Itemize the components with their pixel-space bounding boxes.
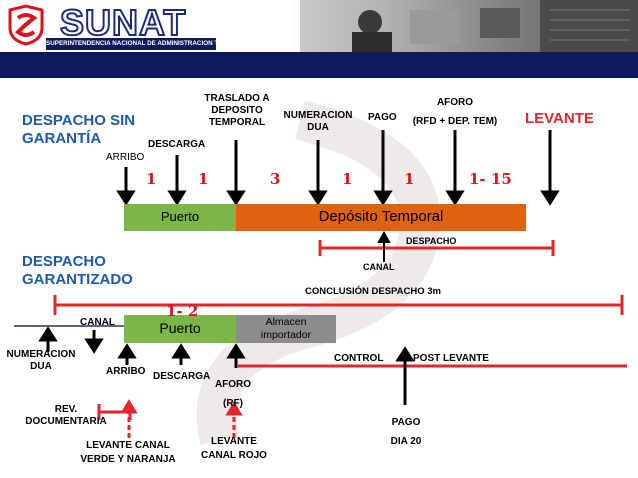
s1-day-1: 1	[146, 170, 157, 188]
s2-descarga-label: DESCARGA	[153, 371, 211, 382]
s1-title-line1: DESPACHO SIN	[22, 112, 136, 129]
s2-day-count: 1- 2	[166, 302, 199, 320]
s2-control-label: CONTROL	[334, 353, 384, 364]
header-photo-icon	[300, 0, 638, 52]
s1-bar-puerto-label: Puerto	[160, 209, 200, 224]
logo-text: SUNAT	[59, 1, 187, 44]
s2-levante-rojo-label: LEVANTE CANAL ROJO	[201, 436, 267, 461]
s1-bar-deposito-label: Depósito Temporal	[318, 208, 444, 225]
s2-aforo-label: AFORO (RF)	[214, 379, 252, 409]
s2-bar-almacen-label: Almacen importador	[260, 316, 312, 341]
s2-arribo-label: ARRIBO	[106, 366, 146, 377]
header-banner: SUNAT SUPERINTENDENCIA NACIONAL DE ADMIN…	[0, 0, 638, 52]
s2-post-levante-label: POST LEVANTE	[413, 353, 489, 364]
s1-day-3: 3	[270, 170, 281, 188]
s2-conclusion-label: CONCLUSIÓN DESPACHO 3m	[305, 286, 442, 297]
s1-arribo-label: ARRIBO	[106, 152, 145, 163]
s1-descarga-label: DESCARGA	[148, 139, 206, 150]
s1-numeracion-label: NUMERACION DUA	[283, 110, 353, 133]
s2-pago-label: PAGO DIA 20	[390, 417, 422, 447]
s1-canal-arrow	[377, 230, 391, 262]
s1-aforo-label: AFORO (RFD + DEP. TEM)	[412, 97, 498, 127]
header-band	[0, 52, 638, 78]
s1-bar-puerto	[124, 204, 236, 231]
s2-numeracion-label: NUMERACION DUA	[6, 349, 76, 372]
s1-despacho-line	[318, 240, 555, 256]
s2-bar-puerto-label: Puerto	[159, 320, 201, 336]
s1-traslado-label: TRASLADO A DEPOSITO TEMPORAL	[204, 93, 270, 128]
s2-canal-label: CANAL	[80, 317, 115, 328]
s1-pago-label: PAGO	[368, 112, 397, 123]
s2-title-line2: GARANTIZADO	[22, 271, 133, 288]
s1-levante-label: LEVANTE	[525, 110, 594, 127]
s2-conclusion-line	[53, 295, 624, 315]
s1-day-2: 1	[198, 170, 209, 188]
s1-arrows	[116, 130, 560, 206]
s1-title-line2: GARANTÍA	[22, 130, 102, 147]
s1-day-5: 1	[404, 170, 415, 188]
s1-canal-label: CANAL	[363, 262, 395, 272]
s1-despacho-label: DESPACHO	[406, 236, 457, 246]
s2-title-line1: DESPACHO	[22, 253, 106, 270]
s2-rev-documentaria-label: REV. DOCUMENTARIA	[25, 404, 107, 427]
s2-levante-canal-label: LEVANTE CANAL VERDE Y NARANJA	[80, 440, 176, 465]
s1-day-6: 1- 15	[469, 170, 512, 188]
s2-bar-puerto	[124, 315, 236, 343]
s1-day-4: 1	[342, 170, 353, 188]
s1-bar-deposito	[236, 204, 526, 231]
logo-subtitle: SUPERINTENDENCIA NACIONAL DE ADMINISTRAC…	[46, 38, 252, 50]
sunat-logo-icon	[8, 4, 44, 46]
s2-bar-almacen	[236, 315, 336, 343]
